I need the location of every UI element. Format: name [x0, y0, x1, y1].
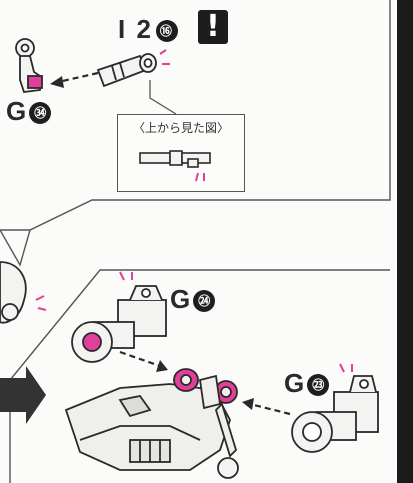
hand-part: [15, 38, 43, 93]
callout-box-outline: [0, 0, 391, 231]
part-ref-text: I 2: [118, 14, 153, 44]
part-g23-letter: G: [284, 368, 305, 398]
top-view-rod: [139, 150, 211, 182]
rod-part: [96, 53, 157, 88]
part-g24: [71, 285, 167, 363]
top-view-caption: 〈上から見た図〉: [132, 121, 229, 135]
arrow-right-icon: [0, 366, 46, 424]
part-ref-number: ⑯: [155, 20, 178, 43]
part-g23: [291, 375, 379, 453]
hand-part-number: ㉞: [29, 102, 52, 125]
part-g23-number: ㉓: [307, 374, 330, 397]
shoulder-joint-left: [0, 261, 27, 324]
lower-panel-outline: [9, 269, 390, 483]
dashed-arrow-icon: [57, 71, 99, 84]
page-edge-bar: [397, 0, 413, 483]
warning-icon: !: [198, 10, 228, 44]
part-g24-number: ㉔: [193, 290, 216, 313]
top-view-inset: 〈上から見た図〉: [117, 114, 245, 192]
mech-body: [64, 368, 239, 479]
hand-part-letter: G: [6, 96, 27, 126]
callout-pointer: [0, 229, 31, 267]
part-g24-letter: G: [170, 284, 191, 314]
